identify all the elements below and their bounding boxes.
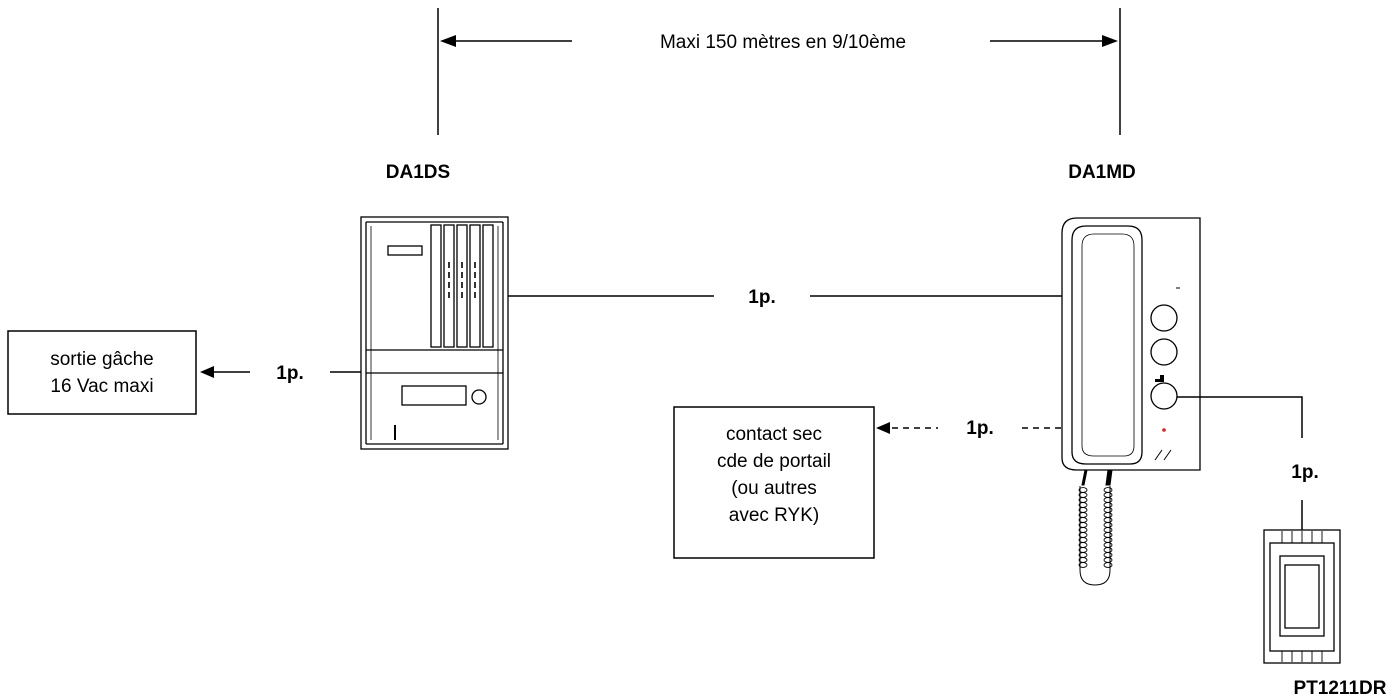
cord-coil (1103, 562, 1113, 568)
dry-contact-box-line-3: (ou autres (731, 478, 817, 499)
dry-contact-link-label: 1p. (966, 418, 993, 439)
handset-device (1061, 217, 1201, 471)
distance-dimension: Maxi 150 mètres en 9/10ème (437, 8, 1121, 135)
lock-output-arrow (200, 366, 214, 378)
lock-output-box: sortie gâche 16 Vac maxi (7, 330, 197, 415)
dry-contact-box-line-1: contact sec (726, 424, 822, 445)
cord-coil (1103, 557, 1113, 563)
handset-coiled-cord (1078, 469, 1113, 586)
station-to-handset-link: 1p. (508, 287, 1062, 308)
dry-contact-box-line-4: avec RYK) (729, 505, 819, 526)
cord-coil (1103, 542, 1113, 548)
push-button-name: PT1211DR (1294, 678, 1387, 698)
cord-coil (1103, 502, 1113, 508)
lock-output-link-label: 1p. (276, 363, 303, 384)
push-button-device (1263, 529, 1341, 664)
handset-to-button-label: 1p. (1291, 462, 1318, 483)
cord-coil (1103, 517, 1113, 523)
dimension-arrow-right (1102, 35, 1118, 47)
cord-coil (1078, 562, 1088, 568)
handset-name: DA1MD (1068, 162, 1136, 183)
cord-coil (1103, 512, 1113, 518)
dry-contact-link: 1p. (876, 418, 1062, 439)
cord-coil (1103, 522, 1113, 528)
dry-contact-box-line-2: cde de portail (717, 451, 831, 472)
dry-contact-arrow (876, 422, 890, 434)
lock-output-box-line-1: sortie gâche (50, 349, 154, 370)
cord-coil (1103, 547, 1113, 553)
cord-coil (1103, 527, 1113, 533)
cord-coil (1103, 507, 1113, 513)
dry-contact-box: contact sec cde de portail (ou autres av… (673, 406, 875, 559)
handset-to-button-link: 1p. (1177, 396, 1319, 530)
cord-coil (1103, 492, 1113, 498)
cord-coil (1103, 552, 1113, 558)
door-station-device (360, 216, 509, 450)
distance-label: Maxi 150 mètres en 9/10ème (660, 32, 906, 53)
cord-coil (1103, 537, 1113, 543)
door-station-name: DA1DS (386, 162, 450, 183)
dimension-arrow-left (440, 35, 456, 47)
lock-output-link: 1p. (200, 363, 361, 384)
cord-coil (1103, 487, 1113, 493)
cord-coil (1103, 532, 1113, 538)
cord-coil (1103, 497, 1113, 503)
station-to-handset-label: 1p. (748, 287, 775, 308)
lock-output-box-line-2: 16 Vac maxi (50, 376, 153, 397)
